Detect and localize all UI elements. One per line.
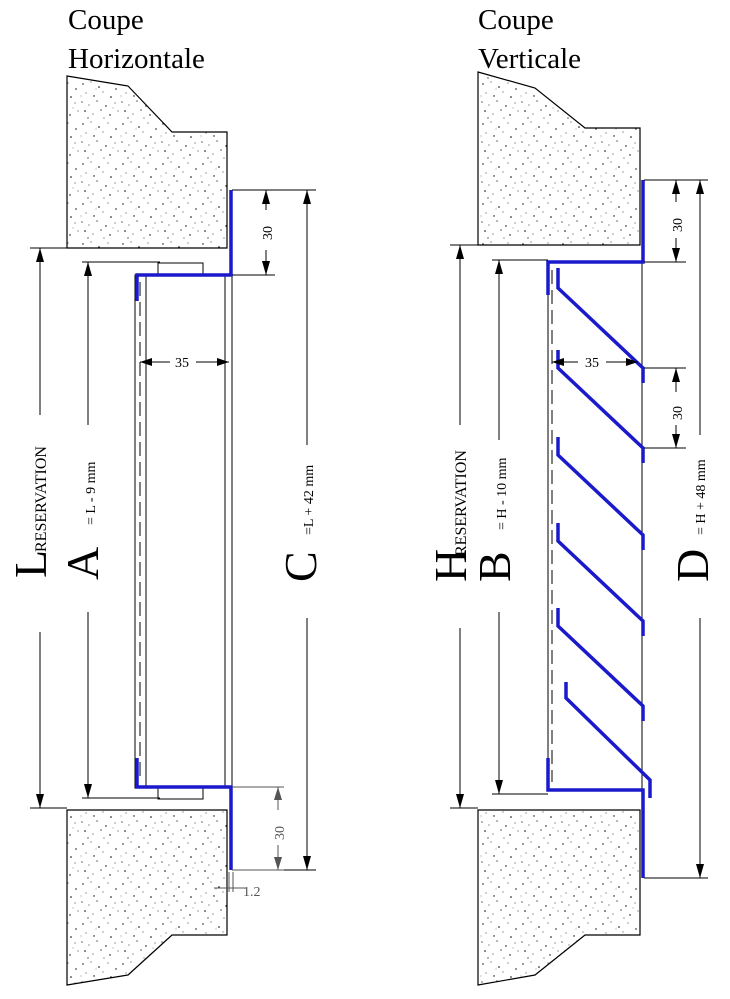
h-subscript: RESERVATION (453, 450, 470, 556)
vertical-section: Coupe Verticale H RESERVATION (425, 4, 718, 986)
horizontal-title-line2: Horizontale (68, 43, 205, 75)
horizontal-section: Coupe Horizontale L RESERVATION (5, 4, 326, 986)
louver-blades (556, 268, 652, 798)
dim-top-30-h: 30 (261, 226, 276, 240)
dim-bottom-30-h: 30 (273, 826, 288, 840)
vertical-title-line1: Coupe (478, 4, 554, 36)
horizontal-title-line1: Coupe (68, 4, 144, 36)
a-letter: A (57, 547, 108, 580)
h-letter: H (425, 549, 476, 582)
profile-bottom-h (135, 758, 233, 870)
a-formula: = L - 9 mm (84, 462, 99, 525)
c-formula: =L + 42 mm (302, 465, 317, 535)
frame-tab-bottom (157, 787, 204, 800)
profile-top-h (135, 190, 233, 301)
arrow (36, 794, 44, 808)
frame-body-v (547, 261, 643, 791)
dim-depth-35-h: 35 (175, 356, 189, 371)
l-subscript: RESERVATION (33, 446, 50, 552)
wall-bottom-right (477, 809, 641, 986)
wall-bottom-left (66, 809, 228, 986)
d-formula: = H + 48 mm (694, 459, 709, 535)
l-letter: L (5, 550, 56, 578)
wall-top-right (477, 71, 641, 246)
dim-pitch-30-v: 30 (671, 406, 686, 420)
frame-tab-top (157, 262, 204, 276)
dim-top-30-v: 30 (671, 218, 686, 232)
b-letter: B (469, 551, 520, 582)
vertical-title-line2: Verticale (478, 43, 581, 75)
dim-depth-35-v: 35 (585, 356, 599, 371)
profile-top-v (546, 180, 645, 295)
wall-top-left (66, 75, 228, 249)
dim-thickness-1-2: 1.2 (243, 885, 261, 900)
b-formula: = H - 10 mm (495, 457, 510, 530)
arrow (36, 248, 44, 262)
frame-body-h (134, 274, 233, 789)
d-letter: D (667, 549, 718, 582)
c-letter: C (275, 551, 326, 582)
profile-bottom-v (546, 758, 645, 878)
